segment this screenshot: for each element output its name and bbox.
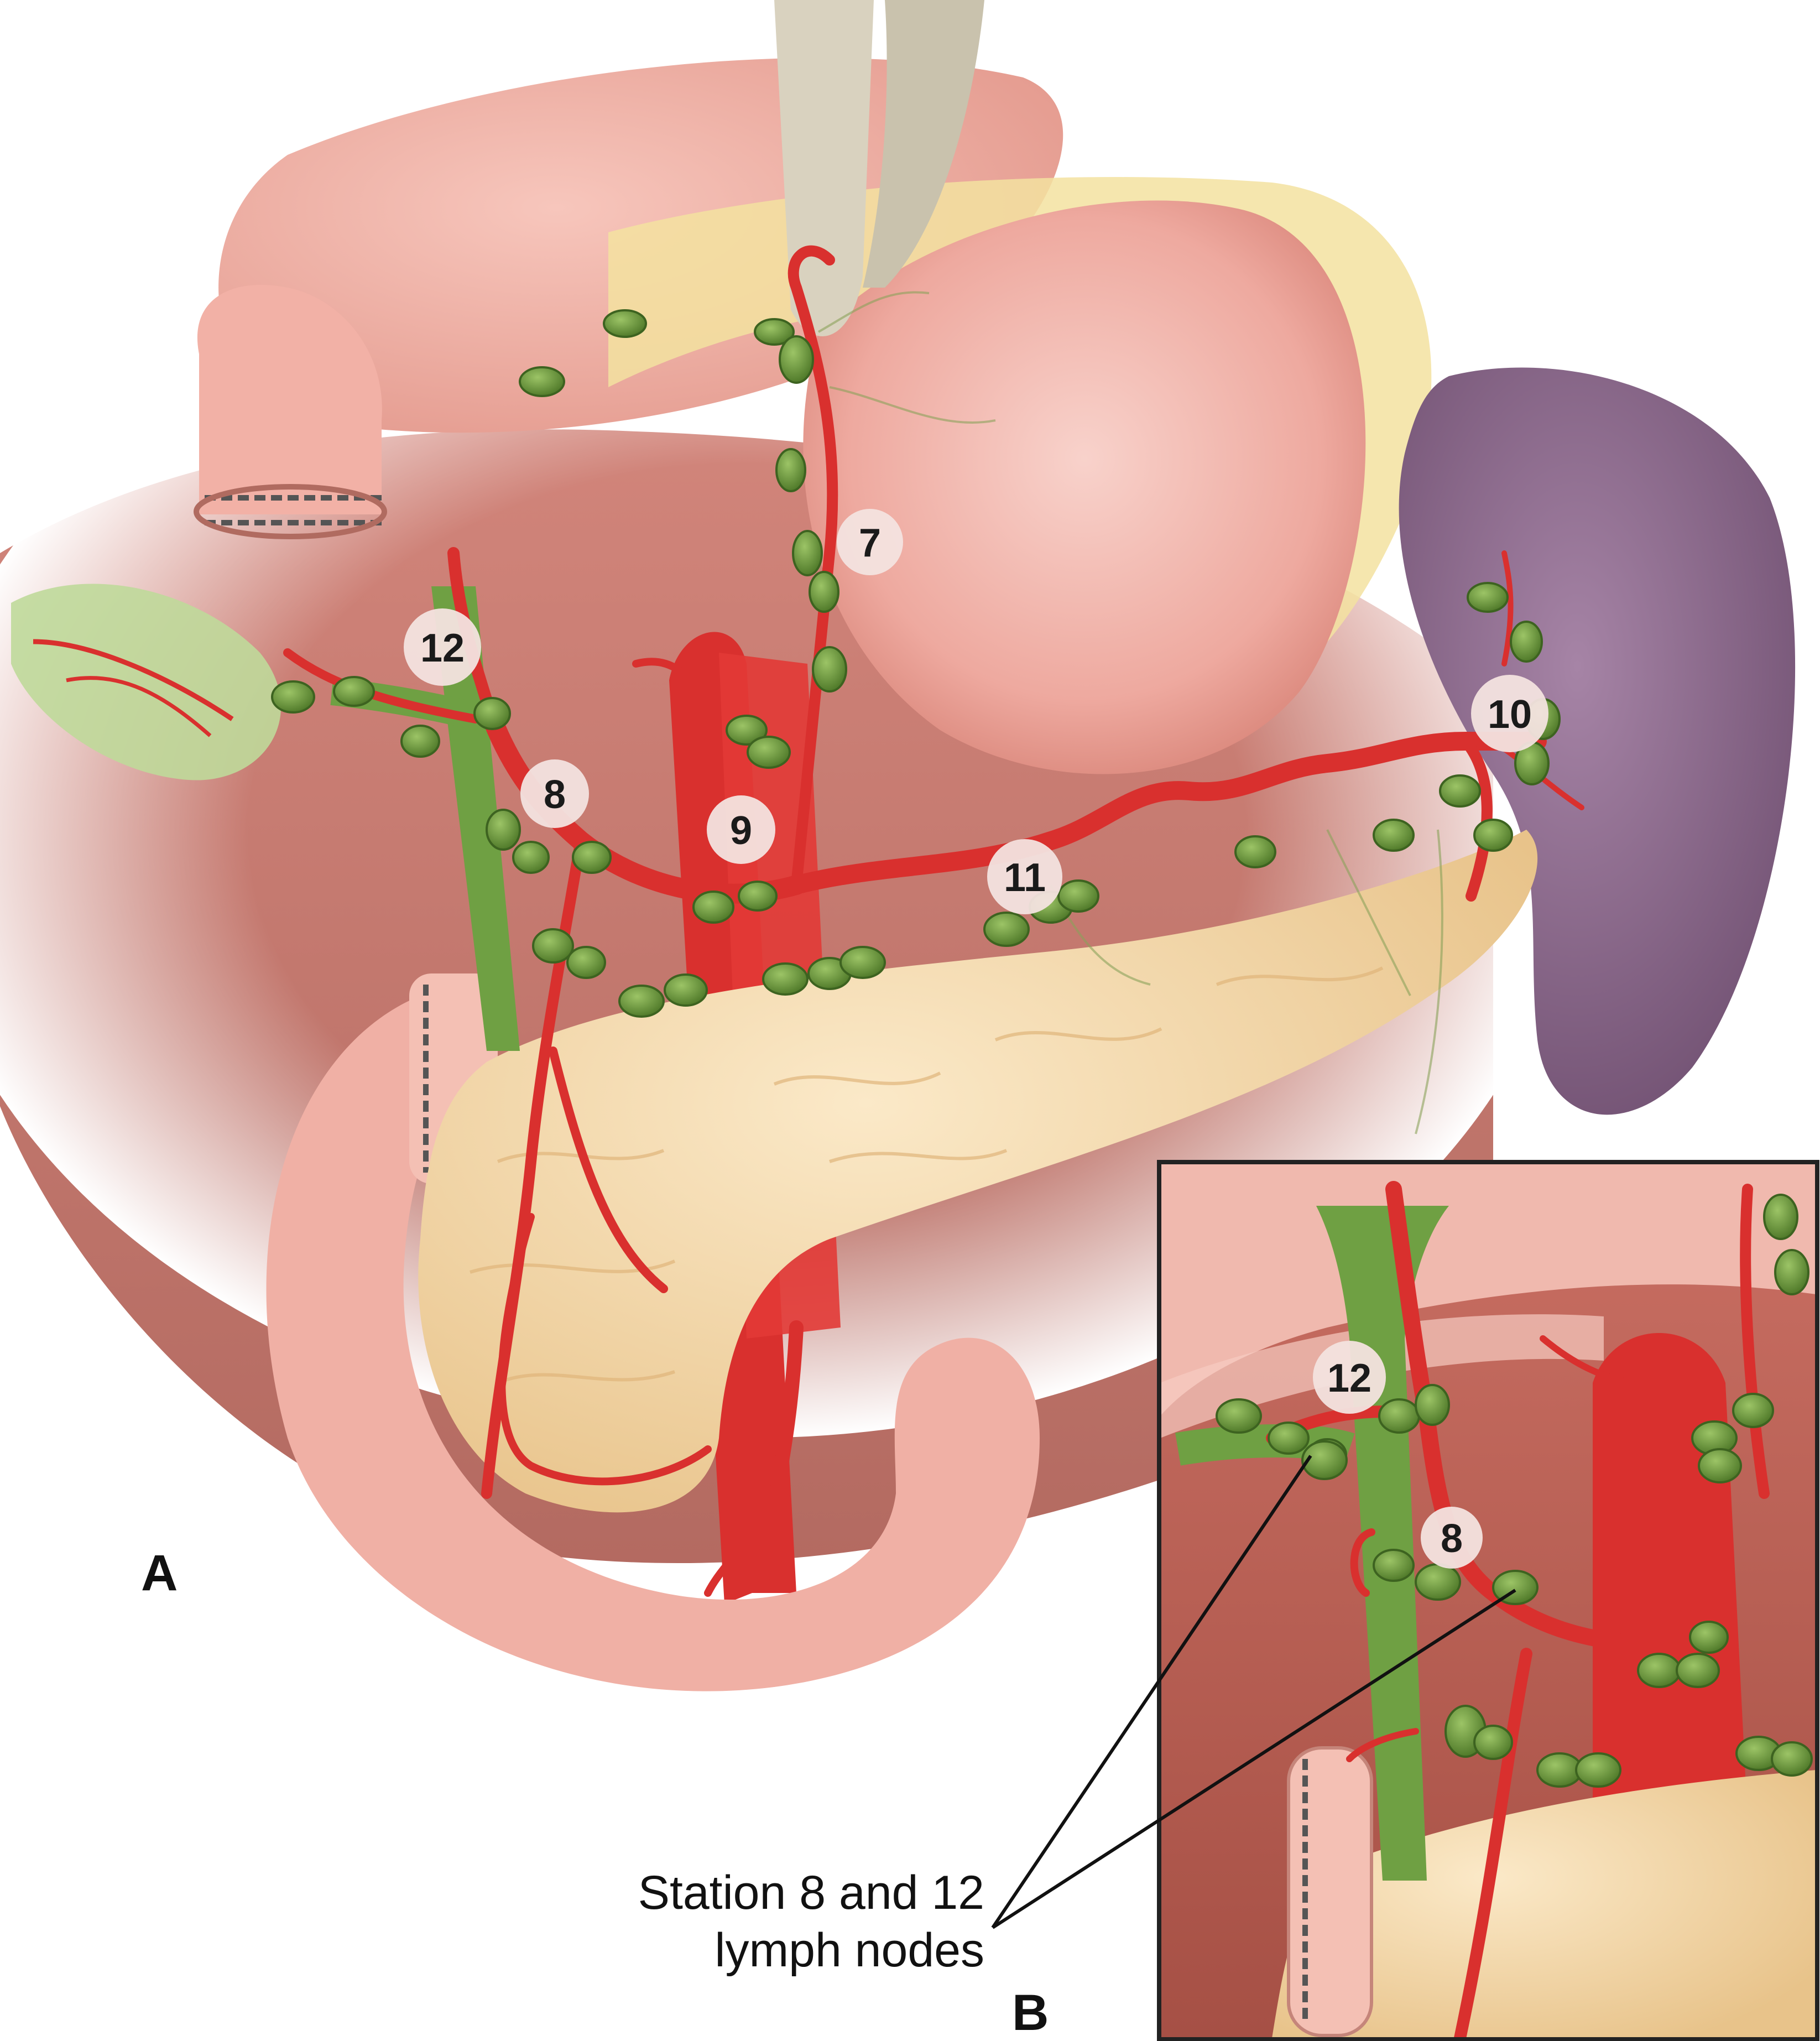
station-12-label: 12 (420, 626, 465, 670)
gallbladder (11, 584, 281, 780)
panel-b-letter: B (1012, 1985, 1049, 2041)
station-9-label: 9 (730, 809, 752, 853)
station-11-label: 11 (1004, 856, 1046, 900)
inset-station-8-label: 8 (1441, 1517, 1463, 1561)
panel-a-illustration: 7 12 8 9 10 11 A (0, 0, 1796, 1691)
callout-leaders (991, 1455, 1516, 1929)
spleen (1399, 367, 1796, 1115)
callout-line-2: lymph nodes (715, 1924, 984, 1977)
stomach (803, 200, 1366, 774)
station-8-12-callout: Station 8 and 12 lymph nodes (553, 1864, 984, 1979)
station-labels: 7 12 8 9 10 11 (404, 509, 1548, 914)
duodenum (266, 996, 1040, 1691)
panel-a-letter: A (141, 1545, 178, 1601)
station-8-label: 8 (544, 773, 566, 817)
callout-line-1: Station 8 and 12 (638, 1866, 984, 1919)
panel-b-inset: 12 8 (1157, 1160, 1819, 2041)
arteries (283, 245, 1584, 1597)
duodenal-stump (197, 285, 382, 514)
station-10-label: 10 (1488, 693, 1532, 737)
inset-station-12-label: 12 (1327, 1356, 1371, 1400)
inset-frame (1157, 1160, 1819, 2041)
lymph-nodes (271, 309, 1561, 1018)
station-7-label: 7 (859, 521, 881, 565)
